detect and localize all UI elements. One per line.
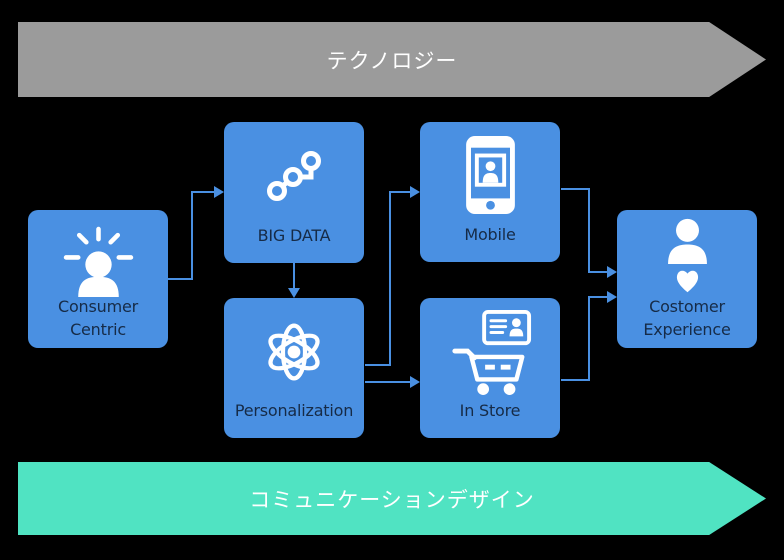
arrow-head-icon xyxy=(214,186,224,198)
connector-segment xyxy=(561,379,590,381)
connector-segment xyxy=(293,263,295,289)
shopping-cart-icon xyxy=(420,310,560,396)
smartphone-icon xyxy=(420,136,560,214)
arrow-head-icon xyxy=(607,266,617,278)
technology-banner-label: テクノロジー xyxy=(326,48,458,73)
arrow-head-icon xyxy=(288,288,300,298)
node-in-store: In Store xyxy=(420,298,560,438)
connector-segment xyxy=(389,191,391,366)
connector-segment xyxy=(365,381,410,383)
technology-banner: テクノロジー xyxy=(18,22,766,97)
idea-person-icon xyxy=(28,226,168,297)
connector-segment xyxy=(588,296,590,381)
node-big-data: BIG DATA xyxy=(224,122,364,263)
arrow-head-icon xyxy=(410,376,420,388)
node-label: Personalization xyxy=(234,401,354,420)
node-label: Mobile xyxy=(464,225,516,244)
connector-segment xyxy=(168,278,193,280)
arrow-head-icon xyxy=(607,291,617,303)
node-label: Costomer Experience xyxy=(643,297,731,339)
node-label: BIG DATA xyxy=(257,226,331,245)
communication-design-banner: コミュニケーションデザイン xyxy=(18,462,766,535)
data-points-icon xyxy=(224,148,364,204)
node-mobile: Mobile xyxy=(420,122,560,262)
connector-segment xyxy=(391,191,411,193)
node-costomer-experience: Costomer Experience xyxy=(617,210,757,348)
node-label: Consumer Centric xyxy=(58,297,138,339)
person-heart-icon xyxy=(617,218,757,294)
node-personalization: Personalization xyxy=(224,298,364,438)
connector-segment xyxy=(561,188,590,190)
communication-design-banner-label: コミュニケーションデザイン xyxy=(249,487,535,512)
connector-segment xyxy=(193,191,215,193)
atom-icon xyxy=(224,318,364,386)
node-label: In Store xyxy=(459,401,521,420)
node-consumer-centric: Consumer Centric xyxy=(28,210,168,348)
connector-segment xyxy=(191,191,193,280)
connector-segment xyxy=(588,188,590,273)
arrow-head-icon xyxy=(410,186,420,198)
connector-segment xyxy=(590,271,608,273)
connector-segment xyxy=(365,364,391,366)
connector-segment xyxy=(590,296,608,298)
